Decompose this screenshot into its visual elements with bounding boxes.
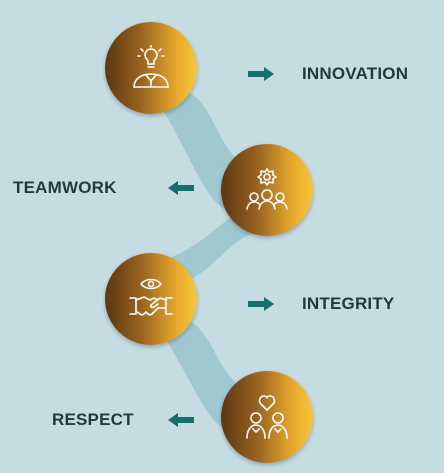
- handshake-eye-icon: [129, 278, 173, 316]
- respect-label: RESPECT: [52, 410, 134, 429]
- arrow-left-icon: [168, 413, 194, 427]
- teamwork-circle: [221, 144, 313, 236]
- innovation-circle: [105, 22, 197, 114]
- arrow-right-icon: [248, 297, 274, 311]
- respect-circle: [221, 371, 313, 463]
- connector-2-3: [160, 205, 258, 285]
- arrow-left-icon: [168, 181, 194, 195]
- teamwork-label: TEAMWORK: [13, 178, 117, 197]
- people-heart-icon: [246, 395, 288, 439]
- team-gear-icon: [246, 168, 288, 210]
- integrity-label: INTEGRITY: [302, 294, 395, 313]
- innovation-label: INNOVATION: [302, 64, 409, 83]
- arrow-right-icon: [248, 67, 274, 81]
- integrity-circle: [105, 253, 197, 345]
- idea-person-lightbulb-icon: [133, 45, 169, 88]
